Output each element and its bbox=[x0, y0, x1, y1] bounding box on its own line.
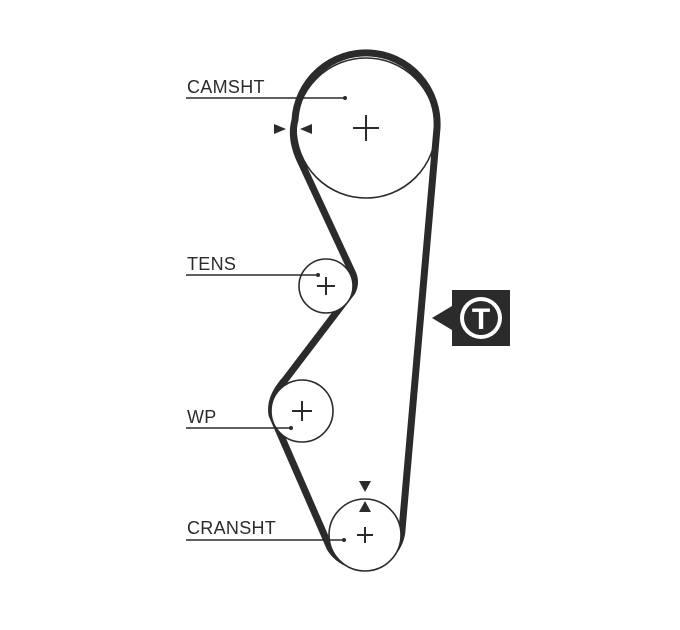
camshaft-timing-arrow-right bbox=[300, 124, 312, 134]
camshaft-center-mark bbox=[353, 115, 379, 141]
tensioner-label: TENS bbox=[187, 254, 236, 274]
crankshaft-center-mark bbox=[357, 527, 373, 543]
tension-check-badge: T bbox=[432, 290, 510, 346]
water-pump-center-mark bbox=[292, 401, 312, 421]
crankshaft-timing-arrow-down bbox=[359, 481, 371, 492]
water-pump-label: WP bbox=[187, 407, 217, 427]
crankshaft-timing-arrow-up bbox=[359, 501, 371, 512]
camshaft-timing-arrow-left bbox=[274, 124, 286, 134]
tension-badge-letter: T bbox=[472, 303, 490, 336]
camshaft-label: CAMSHT bbox=[187, 77, 265, 97]
tensioner-center-mark bbox=[317, 277, 335, 295]
crankshaft-label: CRANSHT bbox=[187, 518, 276, 538]
